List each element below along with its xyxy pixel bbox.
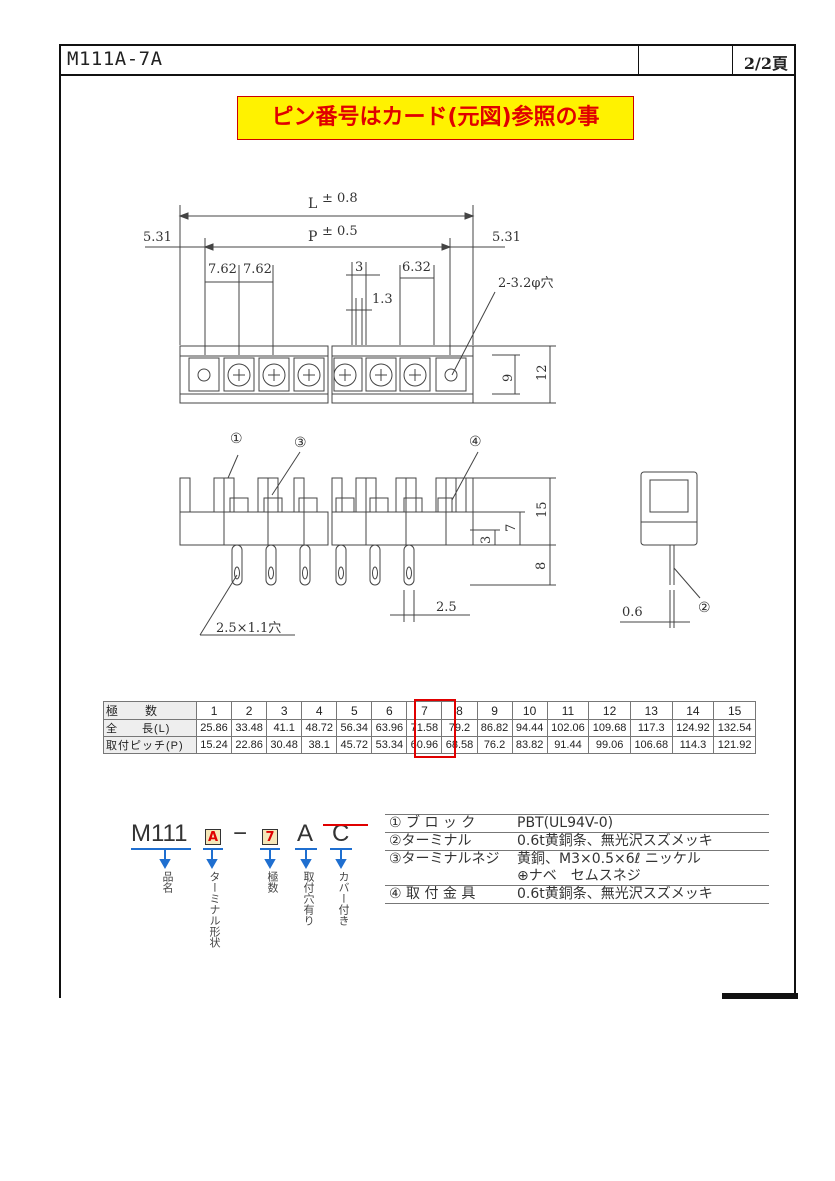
title-blank-cell bbox=[639, 46, 733, 74]
label-mount-hole: 取付穴有り bbox=[302, 871, 315, 926]
dim-13: 1.3 bbox=[372, 292, 393, 307]
label-product-name: 品名 bbox=[161, 871, 174, 893]
pole-7-highlight bbox=[414, 699, 456, 758]
dim-end-left: 5.31 bbox=[143, 230, 172, 245]
spec-table: 極 数 1 2 3 4 5 6 7 8 9 10 11 12 13 14 15 … bbox=[103, 701, 756, 754]
frame-right-border bbox=[794, 74, 796, 998]
title-block: M111A-7A 2/2頁 bbox=[59, 44, 796, 76]
dim-3: 3 bbox=[355, 260, 363, 275]
table-row: 全 長(L) 25.86 33.48 41.1 48.72 56.34 63.9… bbox=[103, 719, 756, 737]
top-view-dimensions bbox=[145, 205, 556, 404]
list-item: ②ターミナル 0.6t黄銅条、無光沢スズメッキ bbox=[385, 832, 769, 851]
callout-3: ③ bbox=[294, 435, 307, 451]
label-pole-count: 極数 bbox=[266, 871, 279, 893]
callout-2: ② bbox=[698, 600, 711, 616]
callout-4: ④ bbox=[469, 434, 482, 450]
dim-632: 6.32 bbox=[402, 260, 431, 275]
part-a: A bbox=[297, 820, 314, 847]
table-row: 取付ピッチ(P) 15.24 22.86 30.48 38.1 45.72 53… bbox=[103, 736, 756, 754]
frame-bottom-bar bbox=[722, 993, 798, 999]
page-number: 2/2頁 bbox=[743, 54, 788, 73]
dim-L-tol: ± 0.8 bbox=[322, 191, 358, 206]
dim-h9: 9 bbox=[501, 374, 516, 382]
dim-L: L bbox=[308, 196, 317, 212]
dim-slot: 2.5×1.1穴 bbox=[216, 621, 281, 636]
table-row: 極 数 1 2 3 4 5 6 7 8 9 10 11 12 13 14 15 bbox=[103, 701, 756, 720]
dim-h8: 8 bbox=[534, 562, 549, 570]
dim-h3: 3 bbox=[479, 536, 494, 544]
label-terminal-shape: ターミナル形状 bbox=[208, 871, 221, 948]
dim-P: P bbox=[308, 229, 317, 245]
part-base: M111 bbox=[131, 820, 188, 847]
front-view bbox=[179, 451, 556, 636]
list-item: ① ブ ロ ッ ク PBT(UL94V-0) bbox=[385, 814, 769, 833]
parts-list: ① ブ ロ ッ ク PBT(UL94V-0) ②ターミナル 0.6t黄銅条、無光… bbox=[385, 814, 769, 904]
frame-left-border bbox=[59, 74, 61, 998]
dim-pitch1: 7.62 bbox=[208, 262, 237, 277]
top-view-body bbox=[179, 345, 474, 404]
callout-1: ① bbox=[230, 431, 243, 447]
list-item: ③ターミナルネジ 黄銅、M3×0.5×6ℓ ニッケル⊕ナベ セムスネジ bbox=[385, 850, 769, 886]
dim-25: 2.5 bbox=[436, 600, 457, 615]
label-cover: カバー付き bbox=[337, 871, 350, 926]
dim-06: 0.6 bbox=[622, 605, 643, 620]
drawing-number: M111A-7A bbox=[61, 46, 639, 74]
dim-pitch2: 7.62 bbox=[243, 262, 272, 277]
side-view bbox=[620, 471, 701, 628]
part-box-7: 7 bbox=[262, 829, 278, 845]
part-box-a: A bbox=[205, 829, 221, 845]
dim-h15: 15 bbox=[535, 501, 550, 518]
part-c: C bbox=[332, 820, 350, 847]
dim-end-right: 5.31 bbox=[492, 230, 521, 245]
pin-number-notice: ピン番号はカード(元図)参照の事 bbox=[237, 96, 634, 140]
dim-h12: 12 bbox=[535, 364, 550, 381]
dim-P-tol: ± 0.5 bbox=[322, 224, 358, 239]
list-item: ④ 取 付 金 具 0.6t黄銅条、無光沢スズメッキ bbox=[385, 885, 769, 904]
dim-h7: 7 bbox=[504, 524, 519, 532]
dim-hole: 2-3.2φ穴 bbox=[498, 276, 553, 291]
part-dash: − bbox=[233, 820, 248, 847]
